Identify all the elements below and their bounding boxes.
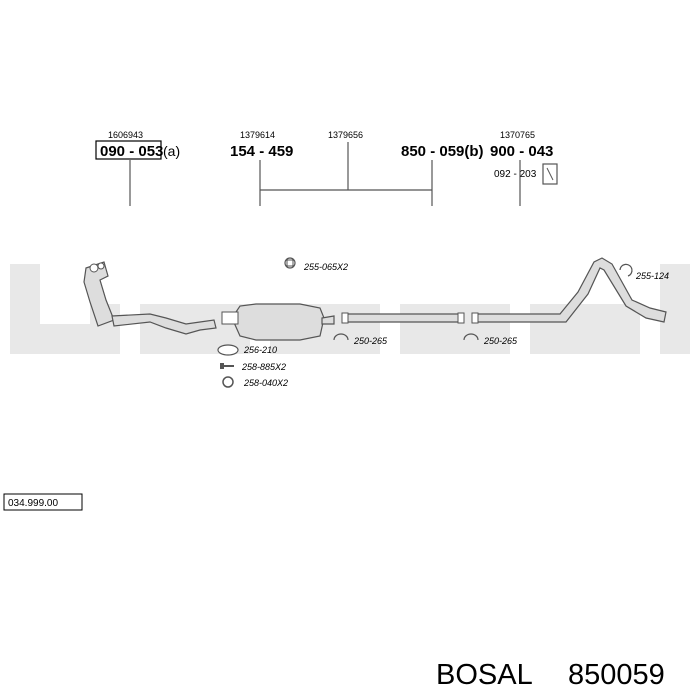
ref-label: 1606943 — [108, 130, 143, 140]
part-number[interactable]: 900 - 043 — [490, 143, 553, 160]
clamp-icon — [333, 333, 349, 341]
part-number-box — [95, 140, 162, 160]
catalytic-converter-part[interactable] — [83, 261, 217, 335]
caption-part-number: 850059 — [568, 659, 665, 691]
component-label: 258-885X2 — [241, 362, 286, 372]
ref-label: 1370765 — [500, 130, 535, 140]
clamp-icon — [619, 263, 633, 277]
component-label: 256-210 — [243, 345, 277, 355]
leader-lines — [129, 142, 521, 206]
component-label: 255-124 — [635, 271, 669, 281]
part-number[interactable]: 090 - 053 — [100, 143, 163, 160]
part-suffix: (a) — [163, 143, 180, 159]
middle-pipe-part[interactable] — [343, 313, 461, 323]
part-number[interactable]: 850 - 059(b) — [401, 143, 484, 160]
component-label: 255-065X2 — [303, 262, 348, 272]
component-label: 250-265 — [483, 336, 518, 346]
ref-label: 1379656 — [328, 130, 363, 140]
diagram-ref-box — [3, 493, 83, 511]
front-silencer-part[interactable] — [221, 303, 335, 341]
ref-label: 1379614 — [240, 130, 275, 140]
gasket-icon — [217, 344, 239, 356]
diagram-ref: 034.999.00 — [8, 498, 58, 509]
caption-brand: BOSAL — [436, 659, 533, 691]
nut-icon — [222, 376, 234, 388]
part-number[interactable]: 154 - 459 — [230, 143, 293, 160]
component-label: 250-265 — [353, 336, 388, 346]
clamp-icon — [284, 257, 296, 269]
component-label: 258-040X2 — [243, 378, 288, 388]
clamp-icon — [463, 333, 479, 341]
rear-pipe-part[interactable] — [473, 257, 667, 323]
part-number[interactable]: 092 - 203 — [494, 169, 537, 180]
bolt-icon — [220, 363, 234, 369]
